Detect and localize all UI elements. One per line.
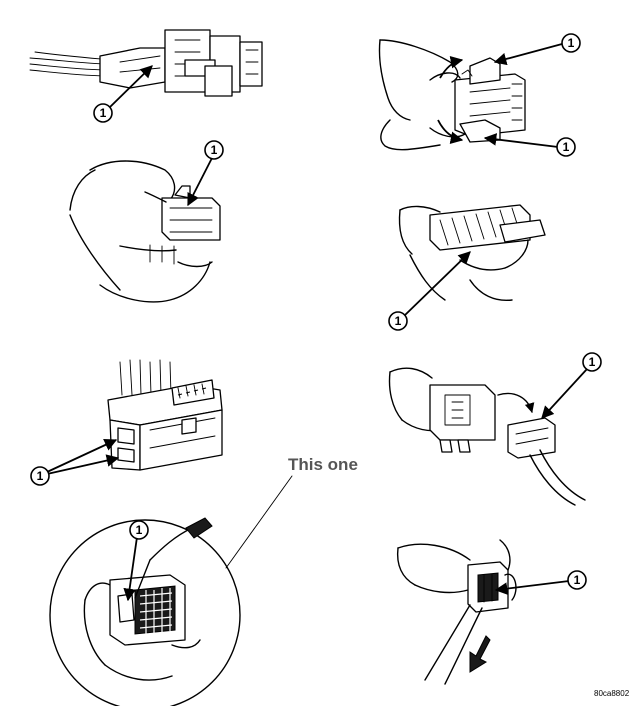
callout-p7: 1 [582,352,602,372]
leader-p8 [123,536,138,602]
panel-terminal-strip [398,204,546,302]
svg-text:1: 1 [568,36,575,50]
svg-text:1: 1 [211,143,218,157]
svg-text:1: 1 [563,140,570,154]
callout-p2: 1 [561,33,581,53]
callout-p3: 1 [556,137,576,157]
panel-pull-terminal [396,539,517,685]
leader-p1 [109,65,153,108]
leader-p5 [403,251,471,317]
panel-connector-side-view [29,29,263,97]
leader-p2a [493,43,563,66]
leader-p9 [494,580,570,595]
leader-p6a [46,439,118,473]
callout-p4: 1 [204,140,224,160]
leader-p4 [187,157,213,207]
this-one-annotation: This one [288,455,358,474]
callout-p5: 1 [388,311,408,331]
panel-magnified-detail [49,475,293,706]
callout-p8: 1 [129,520,149,540]
callout-p1: 1 [93,103,113,123]
svg-text:1: 1 [100,106,107,120]
svg-text:1: 1 [395,314,402,328]
leader-p2b [483,133,559,148]
panel-separate-connector-halves [388,367,586,506]
figure-id: 80ca8802 [594,689,630,698]
panel-hand-release-tab [69,160,221,303]
svg-text:1: 1 [136,523,143,537]
svg-text:1: 1 [574,573,581,587]
leader-p7 [541,368,588,419]
panel-hands-squeeze-locks [378,39,526,151]
terminal-grid [134,585,176,635]
svg-text:1: 1 [589,355,596,369]
pull-direction-arrow [469,635,491,673]
callout-p6: 1 [30,466,50,486]
leader-p6b [46,454,120,475]
svg-text:1: 1 [37,469,44,483]
callout-p9: 1 [567,570,587,590]
panel-connector-locking-tabs [107,359,223,471]
